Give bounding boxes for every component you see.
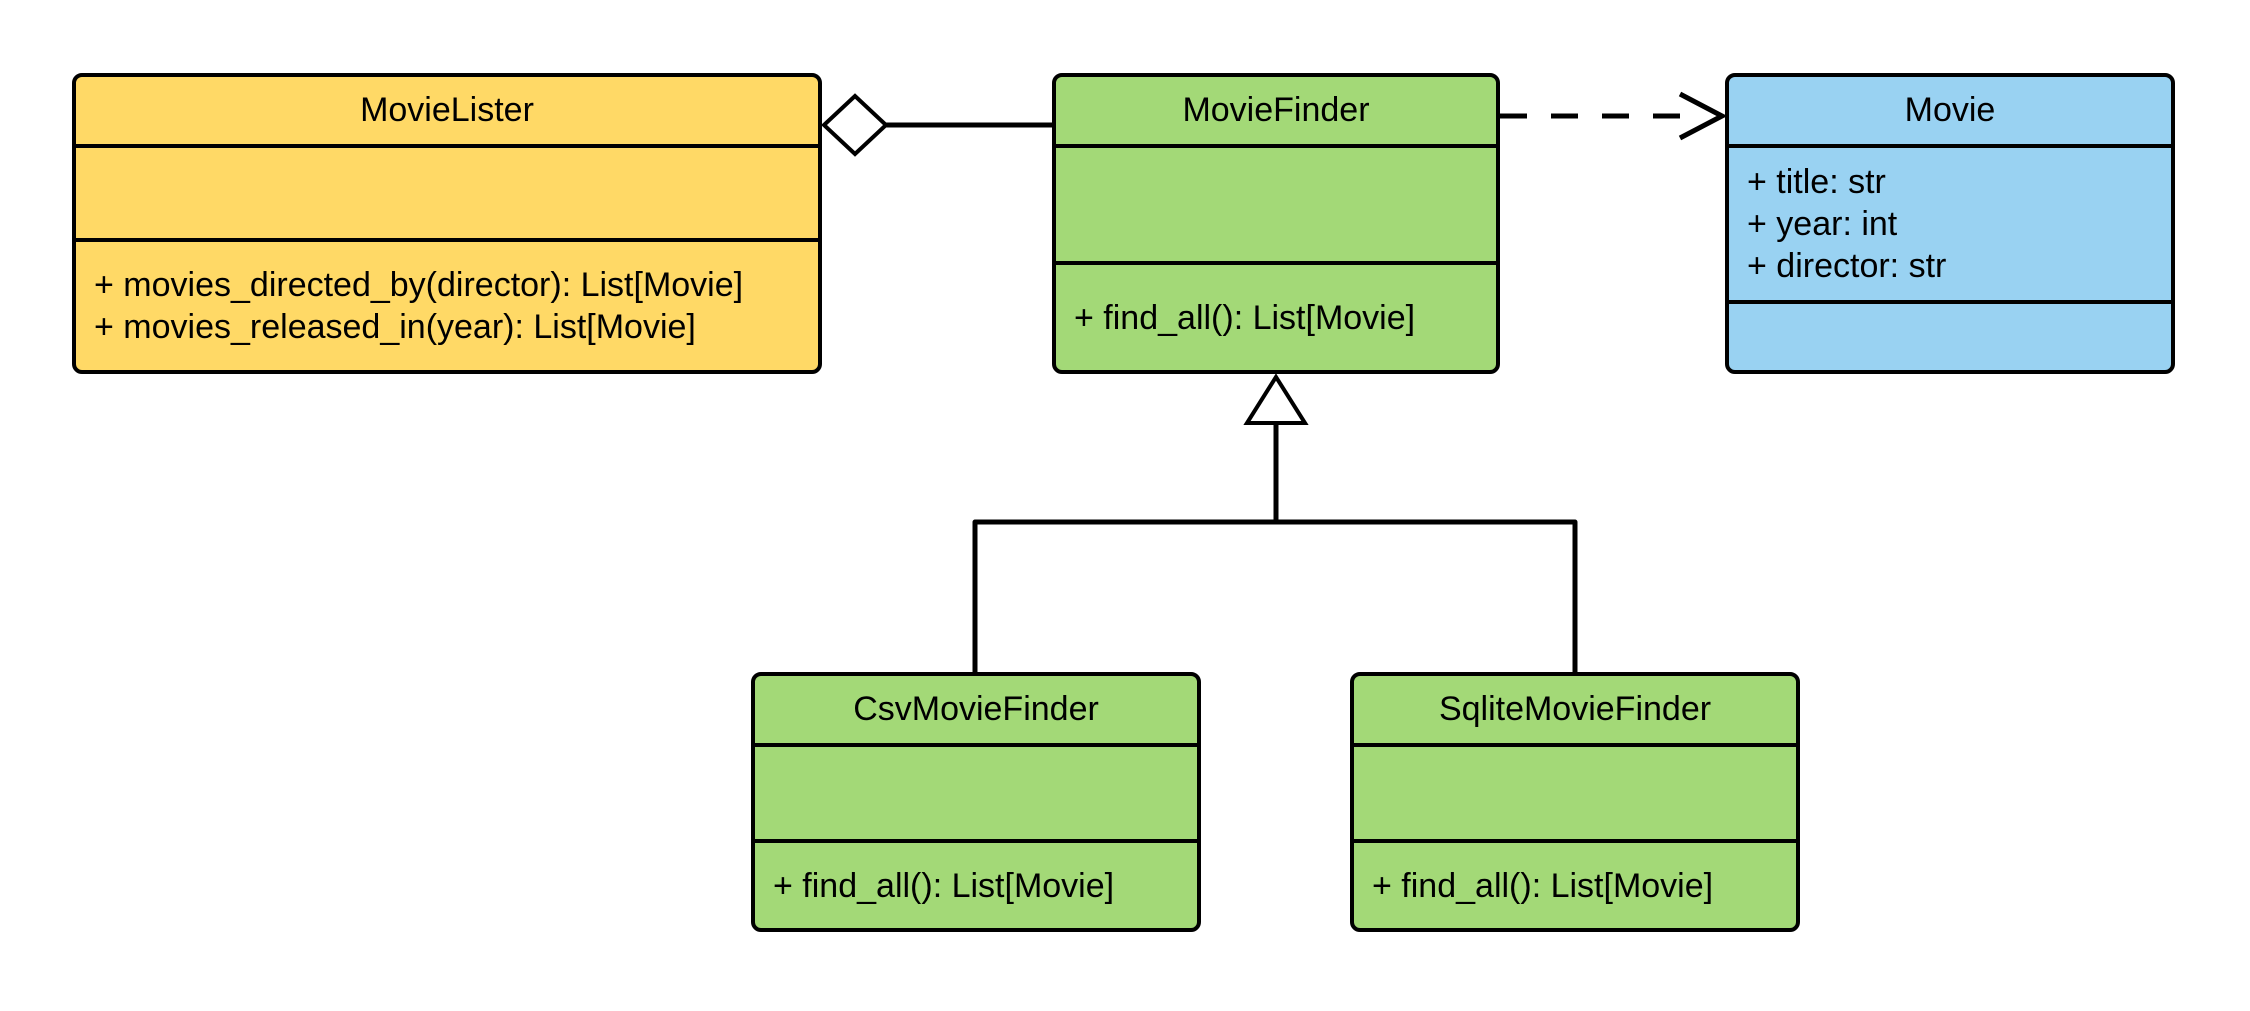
generalization-branch-line bbox=[972, 519, 1578, 672]
methods-compartment bbox=[1729, 300, 2171, 370]
generalization-triangle-icon bbox=[1243, 373, 1309, 425]
class-box-csvmoviefinder: CsvMovieFinder + find_all(): List[Movie] bbox=[751, 672, 1201, 932]
class-title: SqliteMovieFinder bbox=[1438, 690, 1712, 728]
method-line: + find_all(): List[Movie] bbox=[1372, 866, 1714, 905]
methods-compartment: + find_all(): List[Movie] bbox=[755, 839, 1197, 928]
attribute-line: + title: str bbox=[1747, 163, 1886, 201]
methods-compartment: + find_all(): List[Movie] bbox=[1056, 261, 1496, 370]
class-title: MovieLister bbox=[360, 91, 534, 129]
dependency-edge-moviefinder-movie bbox=[1500, 91, 1728, 141]
attributes-compartment bbox=[755, 743, 1197, 839]
class-title: Movie bbox=[1904, 91, 1996, 129]
class-box-sqlitemoviefinder: SqliteMovieFinder + find_all(): List[Mov… bbox=[1350, 672, 1800, 932]
methods-compartment: + find_all(): List[Movie] bbox=[1354, 839, 1796, 928]
open-arrowhead-icon bbox=[1678, 91, 1728, 141]
class-title: MovieFinder bbox=[1182, 91, 1370, 129]
class-box-movie: Movie + title: str + year: int + directo… bbox=[1725, 73, 2175, 374]
attributes-compartment bbox=[76, 144, 818, 238]
methods-compartment: + movies_directed_by(director): List[Mov… bbox=[76, 238, 818, 370]
attributes-compartment bbox=[1056, 144, 1496, 261]
class-box-movielister: MovieLister + movies_directed_by(directo… bbox=[72, 73, 822, 374]
aggregation-edge-movielister-moviefinder bbox=[821, 93, 1052, 157]
attributes-compartment bbox=[1354, 743, 1796, 839]
attributes-compartment: + title: str + year: int + director: str bbox=[1729, 144, 2171, 300]
method-line: + find_all(): List[Movie] bbox=[773, 866, 1115, 905]
generalization-edges-moviefinder-children bbox=[972, 373, 1578, 672]
method-line: + movies_directed_by(director): List[Mov… bbox=[94, 266, 744, 304]
method-line: + movies_released_in(year): List[Movie] bbox=[94, 308, 696, 346]
aggregation-diamond-icon bbox=[821, 93, 889, 157]
attribute-line: + year: int bbox=[1747, 205, 1898, 243]
attribute-line: + director: str bbox=[1747, 247, 1947, 285]
class-title: CsvMovieFinder bbox=[853, 690, 1099, 728]
method-line: + find_all(): List[Movie] bbox=[1074, 298, 1416, 337]
class-box-moviefinder: MovieFinder + find_all(): List[Movie] bbox=[1052, 73, 1500, 374]
